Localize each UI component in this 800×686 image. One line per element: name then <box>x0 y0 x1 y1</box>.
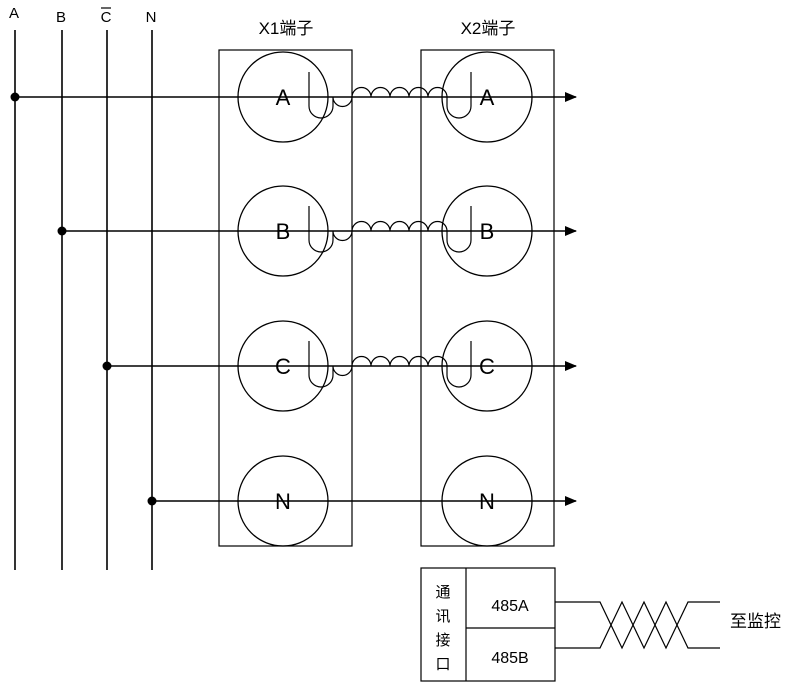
twisted-pair-wire-a <box>555 600 720 650</box>
twisted-pair-wire-b <box>555 600 720 650</box>
terminal-block-x2-title: X2端子 <box>461 19 516 38</box>
shorting-link-b <box>308 206 472 253</box>
shorting-link-a <box>308 72 472 119</box>
x2-terminal-a-label: A <box>480 85 495 110</box>
terminal-block-x1 <box>218 49 353 547</box>
junction-dot-a <box>10 92 20 102</box>
terminal-block-x2 <box>420 49 555 547</box>
x1-terminal-a-label: A <box>276 85 291 110</box>
x2-terminal-c-label: C <box>479 354 495 379</box>
comm-title-char-4: 口 <box>435 656 450 673</box>
port-485a-label: 485A <box>491 598 529 615</box>
bus-label-b: B <box>56 9 66 26</box>
junction-dot-n <box>147 496 157 506</box>
comm-title-char-3: 接 <box>435 632 450 649</box>
port-485b-label: 485B <box>491 650 528 667</box>
x2-terminal-n-label: N <box>479 489 495 514</box>
junction-dot-c <box>102 361 112 371</box>
monitoring-destination-label: 至监控 <box>730 612 781 631</box>
comm-title-char-2: 讯 <box>435 608 450 625</box>
shorting-link-c <box>308 341 472 388</box>
x2-terminal-b-label: B <box>480 219 495 244</box>
comm-title-char-1: 通 <box>435 584 450 601</box>
bus-label-n: N <box>146 9 157 26</box>
terminal-block-x1-title: X1端子 <box>259 19 314 38</box>
comm-interface-box <box>420 567 556 682</box>
x1-terminal-c-label: C <box>275 354 291 379</box>
x1-terminal-b-label: B <box>276 219 291 244</box>
bus-label-c: C <box>101 9 112 26</box>
bus-label-a: A <box>9 5 19 22</box>
x1-terminal-n-label: N <box>275 489 291 514</box>
junction-dot-b <box>57 226 67 236</box>
